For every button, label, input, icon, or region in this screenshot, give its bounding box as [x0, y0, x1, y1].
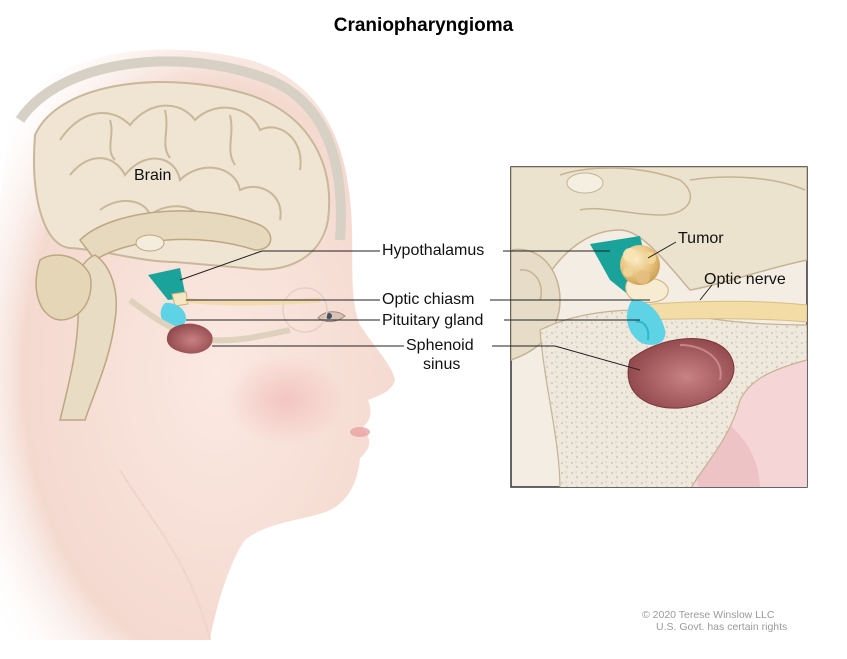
optic-chiasm: [171, 291, 189, 307]
label-tumor: Tumor: [678, 230, 724, 247]
inset-pituitary: [626, 299, 666, 345]
sphenoid-sinus: [166, 323, 213, 354]
label-optic-chiasm: Optic chiasm: [382, 291, 475, 308]
leader-tumor: [647, 241, 677, 259]
pituitary-gland: [160, 302, 186, 328]
leader-hypothalamus-left: [179, 250, 263, 281]
inset-optic-nerve: [639, 300, 807, 323]
label-optic-nerve: Optic nerve: [704, 271, 786, 288]
copyright-line-1: © 2020 Terese Winslow LLC: [642, 609, 775, 621]
hypothalamus-region: [148, 268, 186, 300]
lip: [350, 427, 370, 437]
label-sphenoid: Sphenoid: [406, 337, 474, 354]
label-pituitary-gland: Pituitary gland: [382, 312, 484, 329]
inset-closeup: [510, 166, 808, 488]
eye-orbit: [282, 287, 328, 333]
skull-outline: [15, 56, 346, 241]
leader-lines: [179, 241, 713, 371]
skull-and-brain: [15, 56, 346, 421]
leader-optic-nerve: [699, 284, 713, 301]
label-brain: Brain: [134, 167, 172, 184]
cheek-blush: [225, 355, 345, 445]
label-hypothalamus: Hypothalamus: [382, 242, 485, 259]
inset-sphenoid-sinus: [627, 338, 735, 409]
label-sinus: sinus: [423, 356, 461, 373]
optic-nerve-head: [184, 297, 321, 306]
diagram-title: Craniopharyngioma: [333, 15, 514, 36]
cerebellum: [35, 254, 92, 321]
inset-tumor: [620, 245, 660, 285]
copyright-line-2: U.S. Govt. has certain rights: [656, 621, 788, 633]
